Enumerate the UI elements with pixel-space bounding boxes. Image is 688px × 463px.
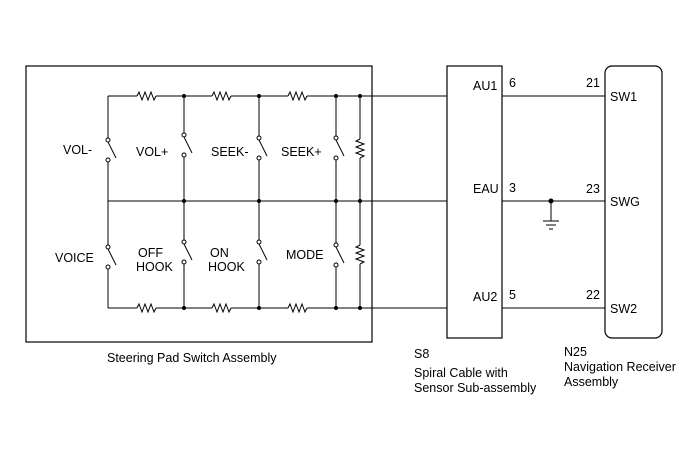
navigation-receiver-name-line1: Navigation Receiver: [564, 360, 676, 374]
spiral-cable-name-line2: Sensor Sub-assembly: [414, 381, 537, 395]
spiral-cable-box: [446, 65, 503, 339]
label-on-hook-line1: ON: [210, 246, 229, 260]
pin-number-sw1: 21: [586, 76, 600, 90]
spiral-cable-name-line1: Spiral Cable with: [414, 366, 508, 380]
switch-mode: [333, 201, 345, 308]
middle-bus: [108, 199, 372, 203]
resistor: [136, 302, 157, 314]
navigation-receiver-name-line2: Assembly: [564, 375, 619, 389]
label-mode: MODE: [286, 248, 324, 262]
switch-assembly-box: [25, 65, 373, 343]
lower-switches: [105, 201, 366, 308]
switch-on-hook: [256, 201, 268, 308]
switch-seek-minus: [256, 96, 268, 201]
pin-number-swg: 23: [586, 182, 600, 196]
pin-number-au1: 6: [509, 76, 516, 90]
pin-number-eau: 3: [509, 181, 516, 195]
label-seek-minus: SEEK-: [211, 145, 249, 159]
spiral-cable-code: S8: [414, 347, 429, 361]
switch-voice: [105, 201, 117, 308]
top-bus: [108, 90, 372, 102]
label-on-hook-line2: HOOK: [208, 260, 245, 274]
label-seek-plus: SEEK+: [281, 145, 322, 159]
pin-number-au2: 5: [509, 288, 516, 302]
resistor: [287, 302, 308, 314]
pin-name-sw2: SW2: [610, 302, 637, 316]
resistor: [136, 90, 157, 102]
pin-name-eau: EAU: [473, 182, 499, 196]
interconnect-wires: [372, 95, 605, 309]
bottom-bus: [108, 302, 372, 314]
resistor-vertical-lower: [354, 201, 366, 308]
ground-icon: [543, 198, 559, 230]
label-vol-minus: VOL-: [63, 143, 92, 157]
resistor: [211, 90, 232, 102]
pin-number-sw2: 22: [586, 288, 600, 302]
navigation-receiver-code: N25: [564, 345, 587, 359]
pin-name-sw1: SW1: [610, 90, 637, 104]
label-off-hook-line2: HOOK: [136, 260, 173, 274]
navigation-receiver-box: [604, 65, 663, 339]
switch-assembly-caption: Steering Pad Switch Assembly: [107, 351, 277, 365]
label-vol-plus: VOL+: [136, 145, 168, 159]
resistor: [211, 302, 232, 314]
switch-vol-minus: [105, 96, 117, 201]
pin-name-au1: AU1: [473, 79, 497, 93]
switch-seek-plus: [333, 96, 345, 201]
resistor: [287, 90, 308, 102]
label-off-hook-line1: OFF: [138, 246, 163, 260]
switch-vol-plus: [181, 96, 193, 201]
label-voice: VOICE: [55, 251, 94, 265]
switch-off-hook: [181, 201, 193, 308]
pin-name-au2: AU2: [473, 290, 497, 304]
pin-name-swg: SWG: [610, 195, 640, 209]
resistor-vertical-upper: [354, 96, 366, 201]
upper-switches: [105, 96, 366, 201]
